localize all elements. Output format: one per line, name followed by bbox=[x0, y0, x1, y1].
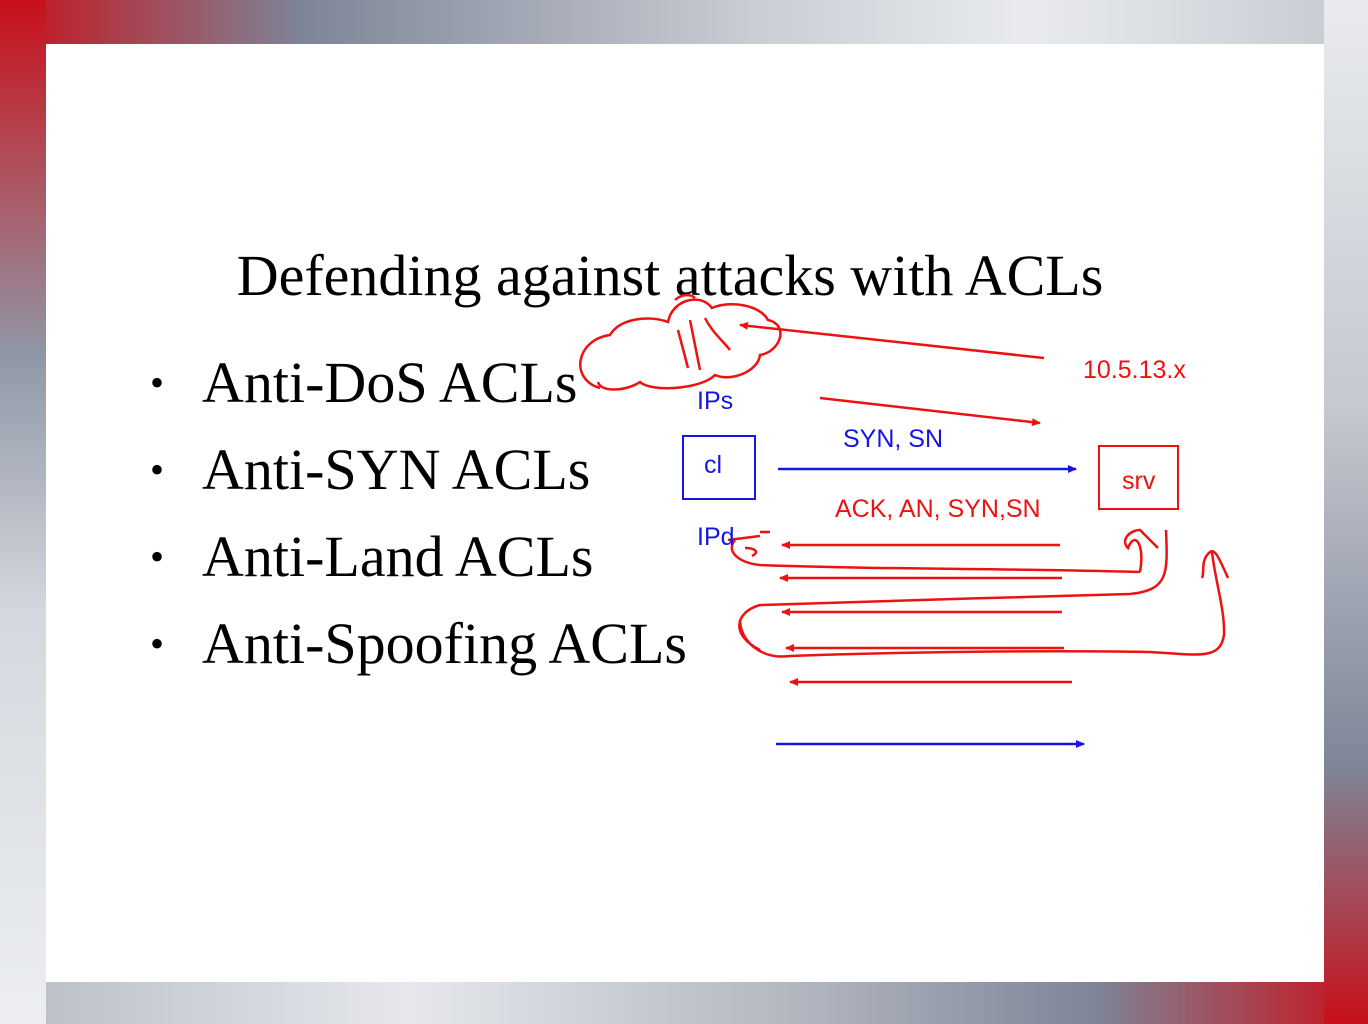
slide-title: Defending against attacks with ACLs bbox=[236, 243, 1104, 308]
cloud-scribble bbox=[579, 298, 782, 391]
frame-edge-bottom bbox=[0, 982, 1368, 1024]
ack-label: ACK, AN, SYN,SN bbox=[835, 495, 1041, 523]
server-label: srv bbox=[1122, 467, 1156, 495]
scribble-strokes bbox=[674, 293, 731, 371]
loop-curve-1 bbox=[730, 528, 1159, 574]
server-box: srv bbox=[1098, 445, 1179, 510]
bullet-item: • Anti-SYN ACLs bbox=[150, 432, 687, 519]
client-box: cl bbox=[682, 435, 756, 500]
bullet-dot: • bbox=[150, 447, 165, 492]
arrow-ips-right bbox=[819, 396, 1041, 427]
bullet-item: • Anti-DoS ACLs bbox=[150, 345, 687, 432]
loop-curve-2 bbox=[738, 529, 1168, 652]
bullet-item: • Anti-Spoofing ACLs bbox=[150, 606, 687, 693]
ipd-scribble bbox=[727, 530, 770, 558]
bullet-dot: • bbox=[150, 534, 165, 579]
ips-dest-label: IPd bbox=[697, 523, 735, 551]
loop-curve-3 bbox=[738, 549, 1230, 658]
bullet-dot: • bbox=[150, 621, 165, 666]
bullet-text: Anti-DoS ACLs bbox=[202, 350, 578, 415]
ip-range-label: 10.5.13.x bbox=[1083, 356, 1186, 384]
arrow-ip-to-cloud bbox=[739, 321, 1045, 360]
frame-edge-top bbox=[0, 0, 1368, 44]
frame-edge-right bbox=[1324, 0, 1368, 1024]
bullet-text: Anti-Land ACLs bbox=[202, 524, 594, 589]
bullet-text: Anti-SYN ACLs bbox=[202, 437, 591, 502]
bullet-text: Anti-Spoofing ACLs bbox=[202, 611, 687, 676]
client-label: cl bbox=[704, 451, 723, 479]
slide-canvas bbox=[46, 44, 1324, 982]
bullet-item: • Anti-Land ACLs bbox=[150, 519, 687, 606]
bullet-dot: • bbox=[150, 360, 165, 405]
ips-label: IPs bbox=[697, 387, 734, 415]
bullet-list: • Anti-DoS ACLs • Anti-SYN ACLs • Anti-Land… bbox=[150, 345, 687, 693]
syn-label: SYN, SN bbox=[843, 425, 944, 453]
frame-edge-left bbox=[0, 0, 46, 1024]
